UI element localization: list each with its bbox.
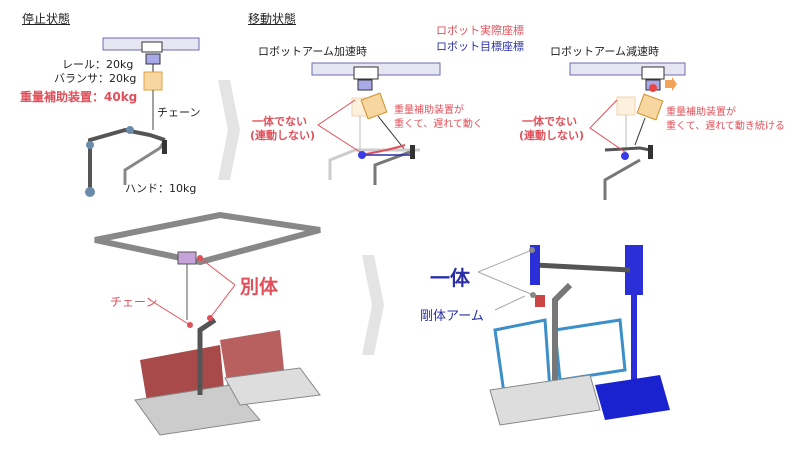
balancer-weight: バランサ：20kg [54,72,137,85]
gravity-assist-weight: 重量補助装置：40kg [20,90,138,104]
separate-label: 別体 [240,276,279,298]
rail-weight: レール：20kg [62,58,134,71]
accel-title: ロボットアーム加速時 [258,45,368,58]
accel-not-linked-sub: (連動しない) [250,129,316,142]
decel-not-linked-sub: (連動しない) [519,129,585,142]
rigid-arm-label: 剛体アーム [420,309,484,324]
stopped-rail-assembly [85,37,200,197]
decel-note-1: 重量補助装置が [666,107,736,118]
chevron-arrow-top [218,80,240,180]
chain-label: チェーン [157,106,201,119]
accel-note-2: 重くて、遅れて動く [394,119,483,130]
moving-heading: 移動状態 [248,12,297,26]
integrated-label: 一体 [430,266,470,290]
decel-title: ロボットアーム減速時 [550,45,660,58]
stopped-heading: 停止状態 [22,12,71,26]
hand-weight: ハンド：10kg [125,182,197,195]
bottom-right-system-image [477,245,670,426]
bottom-left-system-image [94,211,321,436]
accel-diagram [311,62,441,185]
bottom-chain-label: チェーン [110,295,158,309]
chevron-arrow-bottom [362,255,384,355]
decel-note-2: 重くて、遅れて動き続ける [666,121,785,132]
direction-arrow-icon [665,77,677,91]
decel-diagram [569,62,686,200]
legend-target: ロボット目標座標 [436,40,524,53]
decel-not-linked: 一体でない [522,115,577,128]
accel-not-linked: 一体でない [252,115,307,128]
accel-note-1: 重量補助装置が [394,105,464,116]
legend-actual: ロボット実際座標 [436,24,524,37]
